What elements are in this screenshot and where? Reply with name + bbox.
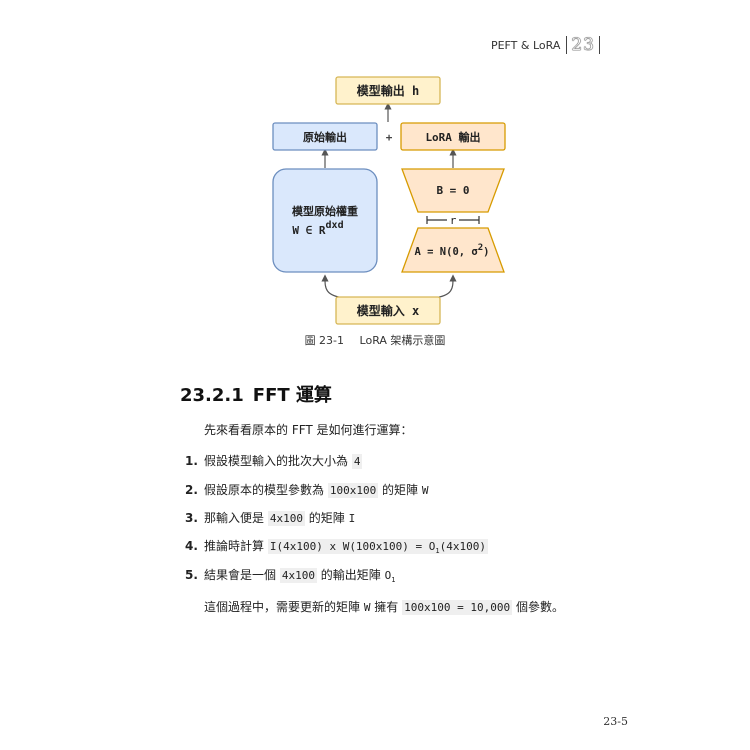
section-number: 23.2.1 bbox=[180, 385, 244, 406]
weights-formula: W ∈ Rdxd bbox=[292, 220, 343, 237]
chapter-number: 23 bbox=[566, 36, 600, 54]
plus-sign: + bbox=[386, 131, 393, 144]
caption-label: 圖 23-1 bbox=[304, 334, 345, 347]
matrix-b-trapezoid bbox=[401, 168, 505, 213]
section-heading: 23.2.1 FFT 運算 bbox=[180, 381, 332, 407]
header-title: PEFT & LoRA bbox=[490, 38, 561, 52]
list-item: 3.那輸入便是 4x100 的矩陣 I bbox=[185, 511, 356, 526]
arrow-input-to-a bbox=[432, 274, 457, 299]
lora-output-box bbox=[400, 122, 506, 151]
matrix-b-label: B = 0 bbox=[436, 184, 469, 197]
lora-output-label: LoRA 輸出 bbox=[425, 130, 480, 144]
weights-box bbox=[272, 168, 378, 273]
list-item: 2.假設原本的模型參數為 100x100 的矩陣 W bbox=[185, 483, 429, 498]
section-title: FFT 運算 bbox=[252, 385, 332, 406]
matrix-a-label: A = N(0, σ2) bbox=[415, 243, 490, 258]
page-number: 23-5 bbox=[603, 715, 628, 728]
list-item: 5.結果會是一個 4x100 的輸出矩陣 O1 bbox=[185, 568, 396, 585]
orig-output-box bbox=[272, 122, 378, 151]
list-item: 1.假設模型輸入的批次大小為 4 bbox=[185, 454, 363, 469]
lora-diagram: 模型輸出 h 原始輸出 + LoRA 輸出 模型原始權重 W ∈ Rdxd B … bbox=[272, 76, 506, 325]
orig-output-label: 原始輸出 bbox=[303, 130, 347, 144]
intro-paragraph: 先來看看原本的 FFT 是如何進行運算： bbox=[204, 423, 413, 437]
output-box bbox=[335, 76, 441, 105]
matrix-a-trapezoid bbox=[401, 227, 505, 273]
input-box bbox=[335, 296, 441, 325]
input-box-label: 模型輸入 x bbox=[357, 303, 419, 318]
list-item: 4.推論時計算 I(4x100) x W(100x100) = O1(4x100… bbox=[185, 539, 488, 556]
figure-caption: 圖 23-1 LoRA 架構示意圖 bbox=[0, 332, 750, 348]
weights-label: 模型原始權重 bbox=[292, 204, 358, 218]
arrow-input-to-weights bbox=[321, 274, 346, 299]
summary-paragraph: 這個過程中，需要更新的矩陣 W 擁有 100x100 = 10,000 個參數。 bbox=[204, 600, 564, 615]
running-header: PEFT & LoRA 23 bbox=[491, 36, 600, 54]
caption-text: LoRA 架構示意圖 bbox=[359, 334, 446, 347]
rank-label: r bbox=[450, 214, 457, 227]
output-box-label: 模型輸出 h bbox=[357, 83, 419, 98]
